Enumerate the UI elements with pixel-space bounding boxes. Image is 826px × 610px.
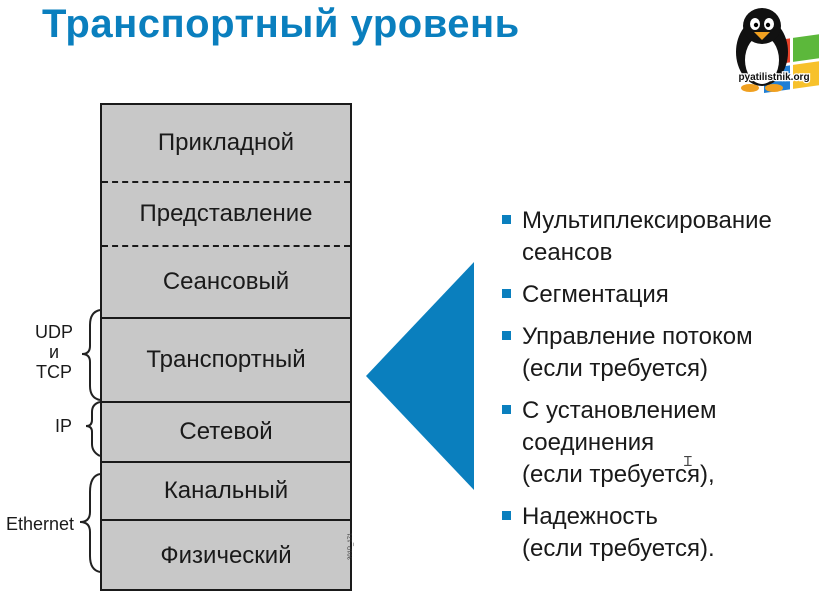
list-item: Надежность (если требуется). (502, 501, 822, 565)
layer-transport: Транспортный (102, 317, 350, 401)
layer-network: Сетевой (102, 401, 350, 461)
layer-datalink: Канальный (102, 461, 350, 519)
logo-caption: pyatilistnik.org (738, 72, 809, 83)
label-ethernet: Ethernet (6, 514, 75, 534)
pointer-triangle (366, 262, 474, 490)
penguin-logo-icon: pyatilistnik.org (736, 8, 819, 93)
layer-physical: Физический (102, 519, 350, 591)
network-brace (85, 401, 101, 457)
datalink-brace (79, 473, 101, 573)
transport-brace (81, 309, 101, 401)
layer-application: Прикладной (157, 129, 295, 156)
label-udp-tcp: UDP и TCP (34, 322, 73, 382)
list-item: Мультиплексирование сеансов (502, 205, 822, 269)
layer-presentation: Представление (102, 181, 350, 245)
label-ip: IP (55, 416, 73, 436)
list-item: С установлением соединения (если требует… (502, 395, 822, 491)
slide-title: Транспортный уровень (42, 2, 520, 46)
layer-session: Сеансовый (102, 245, 350, 317)
features-list: Мультиплексирование сеансов Сегментация … (502, 205, 822, 575)
list-item: Управление потоком (если требуется) (502, 321, 822, 385)
text-cursor-icon: Ɪ (684, 453, 692, 469)
list-item: Сегментация (502, 279, 822, 311)
osi-stack: Прикладной Представление Сеансовый Транс… (100, 103, 352, 591)
